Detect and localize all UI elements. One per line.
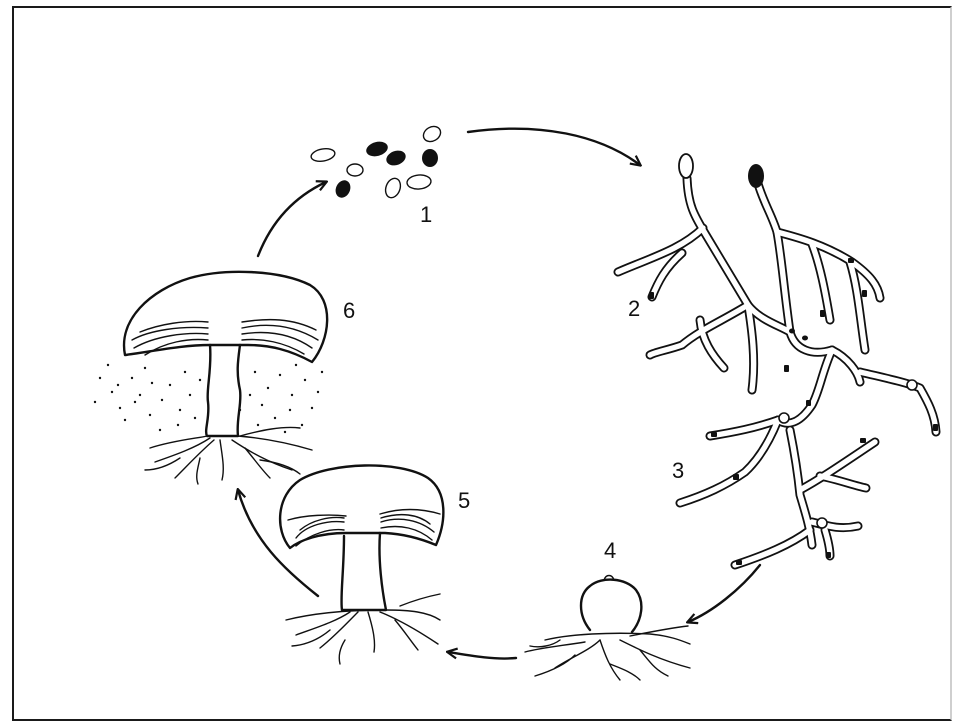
button-primordium bbox=[525, 576, 690, 681]
young-gills bbox=[288, 510, 440, 547]
stage-2-label: 2 bbox=[628, 296, 640, 322]
stage-1-label: 1 bbox=[420, 202, 432, 228]
young-roots bbox=[286, 594, 440, 664]
hyphae-fill bbox=[618, 178, 936, 565]
cycle-arrows bbox=[238, 129, 760, 659]
stage-4-label: 4 bbox=[604, 538, 616, 564]
arrow-4-to-5 bbox=[448, 652, 516, 659]
stage-6-label: 6 bbox=[343, 298, 355, 324]
arrow-5-to-6 bbox=[238, 490, 318, 596]
mature-roots bbox=[145, 427, 312, 484]
mycelium-network bbox=[618, 154, 938, 565]
arrow-1-to-2 bbox=[468, 129, 640, 165]
germinating-dark-spore bbox=[748, 164, 764, 188]
germinating-light-spore bbox=[679, 154, 693, 178]
stage-3-label: 3 bbox=[672, 458, 684, 484]
septa-marks bbox=[649, 258, 938, 565]
mature-mushroom bbox=[94, 272, 327, 484]
young-mushroom bbox=[280, 465, 443, 664]
spores bbox=[310, 123, 443, 200]
arrow-3-to-4 bbox=[688, 565, 760, 622]
stage-5-label: 5 bbox=[458, 488, 470, 514]
button-roots bbox=[525, 626, 690, 680]
arrow-6-to-1 bbox=[258, 182, 326, 256]
